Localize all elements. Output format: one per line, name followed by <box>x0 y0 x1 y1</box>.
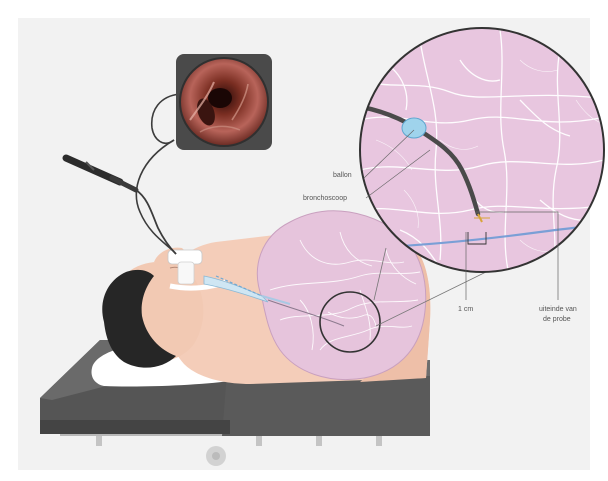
magnified-lung-detail <box>356 28 608 272</box>
balloon <box>402 118 426 138</box>
label-probe-site-line1: uiteinde van <box>539 306 577 314</box>
label-probe-site-line2: de probe <box>543 316 571 324</box>
label-distance: 1 cm <box>458 306 473 314</box>
label-bronchoscope: bronchoscoop <box>303 195 347 203</box>
endoscopic-camera-view <box>176 54 272 150</box>
label-balloon: ballon <box>333 172 352 180</box>
